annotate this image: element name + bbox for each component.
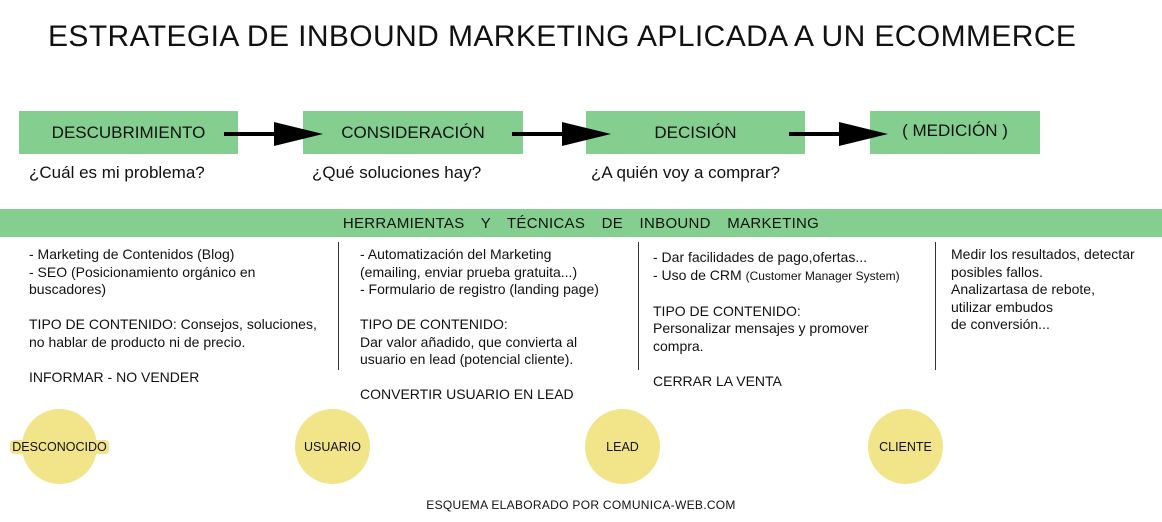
column-line: TIPO DE CONTENIDO: (653, 302, 801, 319)
stage-question: ¿Qué soluciones hay? (312, 163, 482, 182)
persona-circle: LEAD (585, 409, 660, 484)
persona-label: LEAD (606, 439, 639, 454)
tools-band: HERRAMIENTAS Y TÉCNICAS DE INBOUND MARKE… (0, 209, 1162, 237)
column-line (653, 285, 933, 303)
column-line (29, 299, 334, 317)
column-line: - Uso de CRM (Customer Manager System) (653, 267, 933, 286)
column-divider (638, 242, 639, 370)
column-line: (emailing, enviar prueba gratuita...) (360, 263, 578, 280)
stage-label: DECISIÓN (654, 122, 737, 142)
column-line: CERRAR LA VENTA (653, 372, 782, 389)
persona-circle: CLIENTE (868, 409, 943, 484)
persona-label: DESCONOCIDO (10, 439, 109, 454)
column-medicion: Medir los resultados, detectar posibles … (951, 246, 1159, 334)
arrow-right-icon (224, 122, 323, 146)
column-line: - Automatización del Marketing (360, 246, 552, 262)
stage-consideracion: CONSIDERACIÓN (303, 111, 523, 154)
persona-label: CLIENTE (879, 439, 932, 454)
stage-question: ¿A quién voy a comprar? (591, 163, 780, 182)
column-line-main: - Uso de CRM (653, 266, 746, 283)
stage-medicion: ( MEDICIÓN ) (870, 111, 1040, 154)
column-line: Personalizar mensajes y promover (653, 320, 869, 336)
column-line: - Marketing de Contenidos (Blog) (29, 246, 235, 262)
band-label: HERRAMIENTAS Y TÉCNICAS DE INBOUND MARKE… (342, 214, 820, 232)
column-line-small: (Customer Manager System) (745, 268, 900, 283)
column-line: posibles fallos. (951, 263, 1043, 280)
column-descubrimiento: - Marketing de Contenidos (Blog) - SEO (… (29, 246, 334, 386)
arrow-right-icon (512, 122, 611, 146)
column-line: TIPO DE CONTENIDO: (360, 316, 508, 332)
column-divider (338, 242, 339, 370)
column-line: TIPO DE CONTENIDO: Consejos, soluciones, (29, 316, 317, 332)
column-line: no hablar de producto ni de precio. (29, 333, 246, 350)
page-title: ESTRATEGIA DE INBOUND MARKETING APLICADA… (48, 20, 1077, 53)
column-line: buscadores) (29, 281, 107, 297)
column-line: CONVERTIR USUARIO EN LEAD (360, 386, 574, 402)
column-line: Analizartasa de rebote, (951, 281, 1095, 297)
column-decision: - Dar facilidades de pago,ofertas... - U… (653, 249, 933, 390)
stage-label: CONSIDERACIÓN (341, 122, 485, 142)
column-divider (935, 242, 936, 370)
persona-circle: USUARIO (295, 409, 370, 484)
column-line: INFORMAR - NO VENDER (29, 368, 200, 385)
column-line (360, 299, 635, 317)
stage-label: ( MEDICIÓN ) (902, 120, 1008, 140)
persona-label: USUARIO (304, 439, 361, 454)
stage-label: DESCUBRIMIENTO (51, 122, 206, 142)
column-line (360, 369, 635, 387)
stage-question: ¿Cuál es mi problema? (29, 163, 205, 182)
column-line: - Formulario de registro (landing page) (360, 281, 599, 297)
column-line: utilizar embudos (951, 298, 1053, 315)
column-line: de conversión... (951, 316, 1050, 332)
column-line: compra. (653, 337, 704, 354)
column-line: - Dar facilidades de pago,ofertas... (653, 249, 868, 265)
arrow-right-icon (789, 122, 888, 146)
stage-descubrimiento: DESCUBRIMIENTO (19, 111, 238, 154)
column-consideracion: - Automatización del Marketing (emailing… (360, 246, 635, 404)
column-line: Dar valor añadido, que convierta al (360, 333, 578, 350)
stage-decision: DECISIÓN (586, 111, 805, 154)
column-line: - SEO (Posicionamiento orgánico en (29, 263, 256, 280)
persona-circle: DESCONOCIDO (10, 409, 109, 484)
column-line: usuario en lead (potencial cliente). (360, 351, 574, 367)
column-line: Medir los resultados, detectar (951, 246, 1135, 262)
column-line (29, 351, 334, 369)
footer-credit: ESQUEMA ELABORADO POR COMUNICA-WEB.COM (426, 498, 736, 512)
column-line (653, 355, 933, 373)
